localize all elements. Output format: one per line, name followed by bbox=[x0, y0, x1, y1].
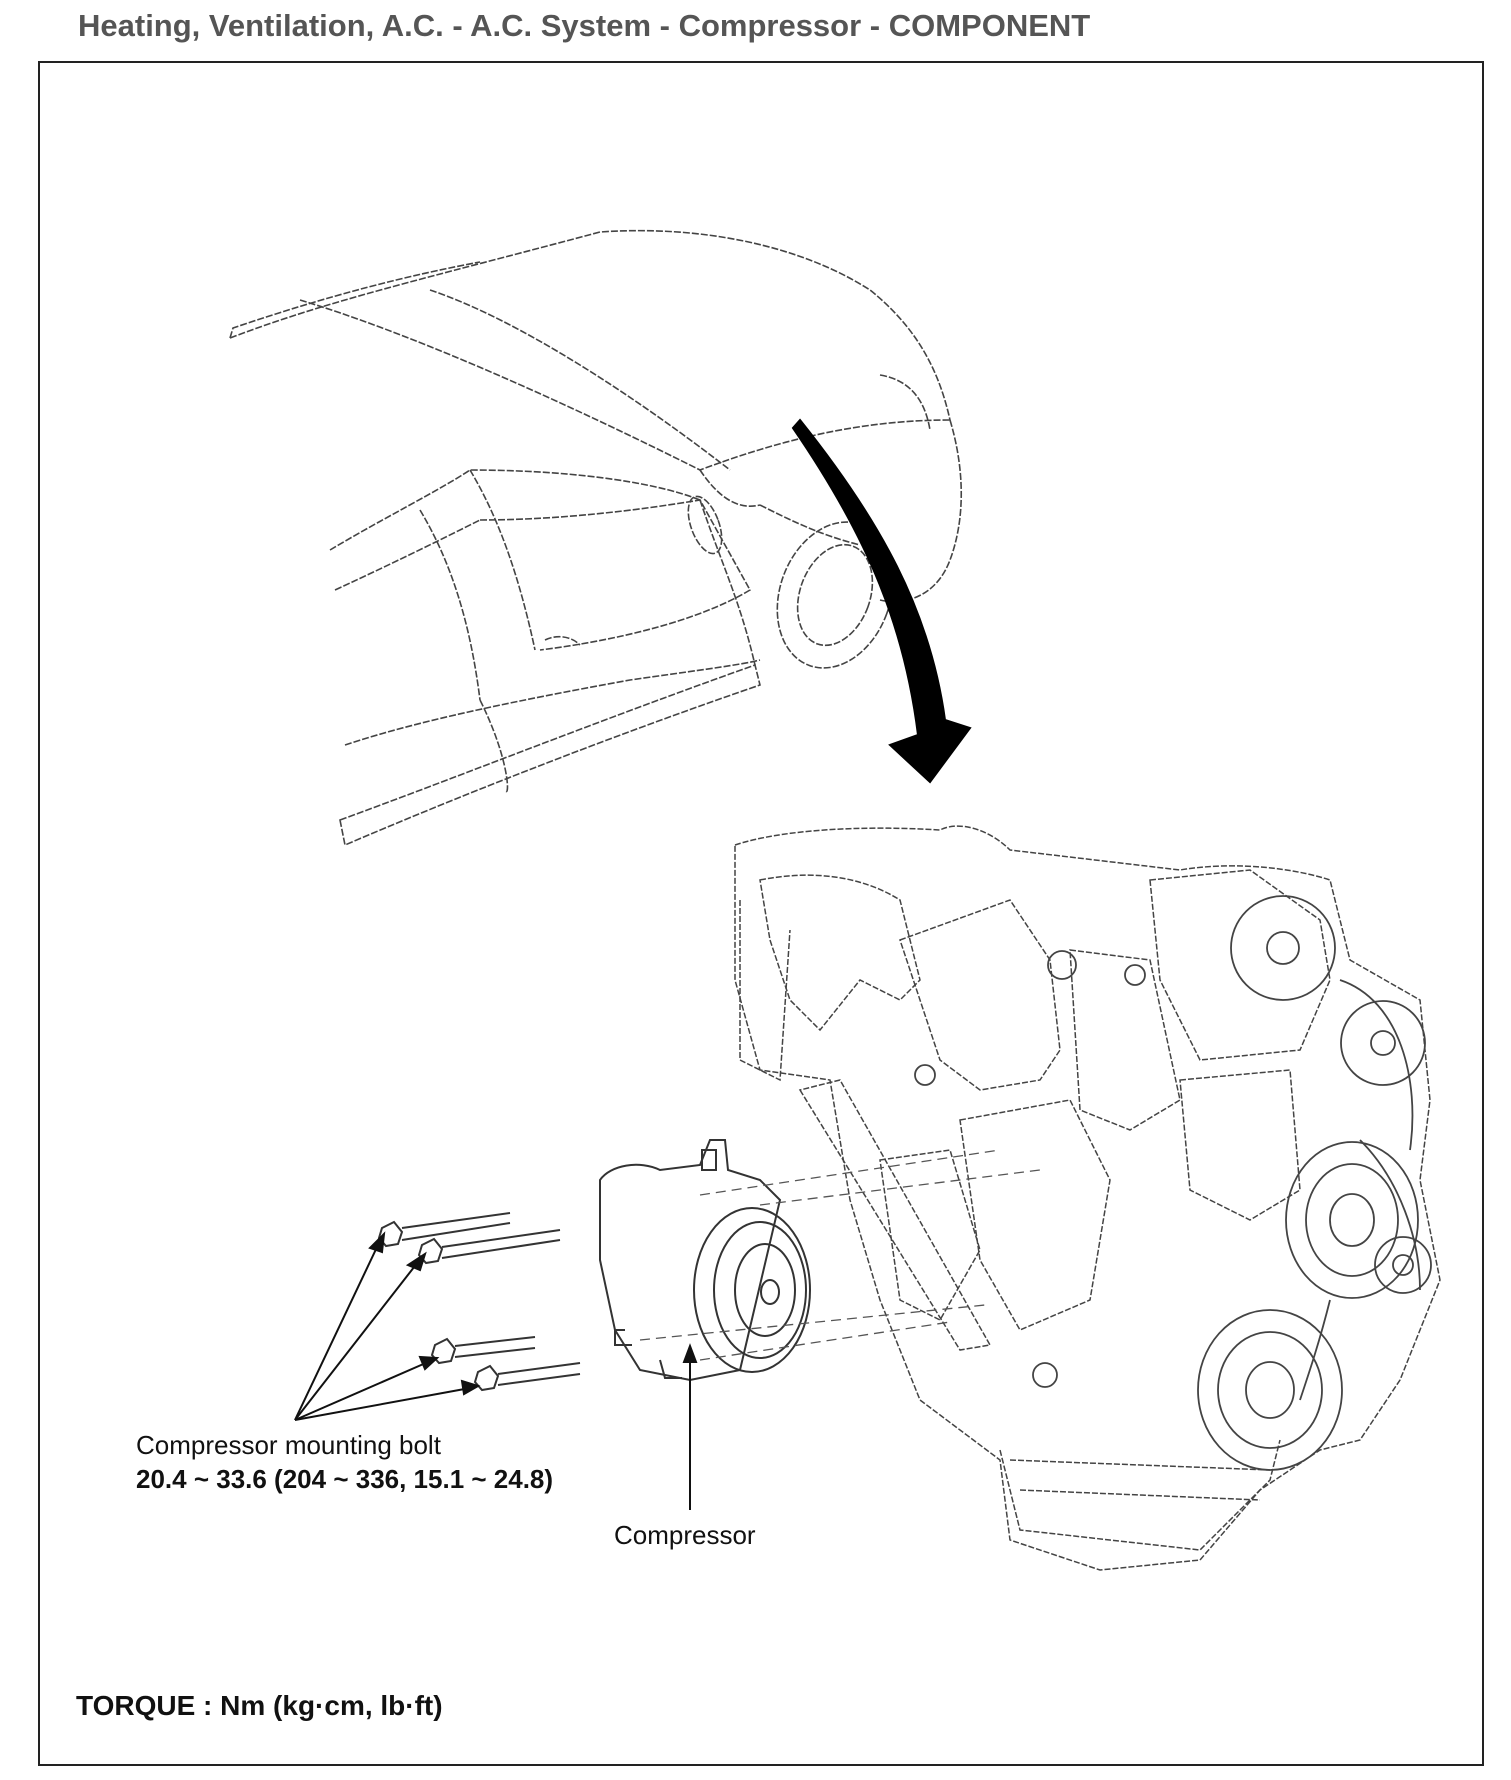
bolt-2 bbox=[417, 1229, 561, 1265]
alignment-lines bbox=[639, 1149, 1041, 1361]
bolt-torque-spec: 20.4 ~ 33.6 (204 ~ 336, 15.1 ~ 24.8) bbox=[136, 1464, 554, 1494]
curved-arrow bbox=[791, 418, 972, 784]
bolt-label: Compressor mounting bolt bbox=[136, 1430, 441, 1460]
torque-units-note: TORQUE : Nm (kg·cm, lb·ft) bbox=[76, 1690, 443, 1721]
compressor-body bbox=[599, 1139, 811, 1382]
leader-lines bbox=[294, 1231, 698, 1510]
bolt-3 bbox=[430, 1336, 536, 1365]
compressor-label: Compressor bbox=[614, 1520, 756, 1550]
page-title: Heating, Ventilation, A.C. - A.C. System… bbox=[78, 8, 1091, 43]
diagram-frame bbox=[38, 61, 1484, 1766]
engine-pulleys bbox=[914, 895, 1432, 1471]
engine-assembly bbox=[734, 825, 1441, 1571]
bolt-4 bbox=[473, 1362, 581, 1392]
bolt-1 bbox=[377, 1212, 511, 1248]
vehicle-outline bbox=[229, 229, 962, 847]
mounting-bolts bbox=[377, 1212, 581, 1392]
